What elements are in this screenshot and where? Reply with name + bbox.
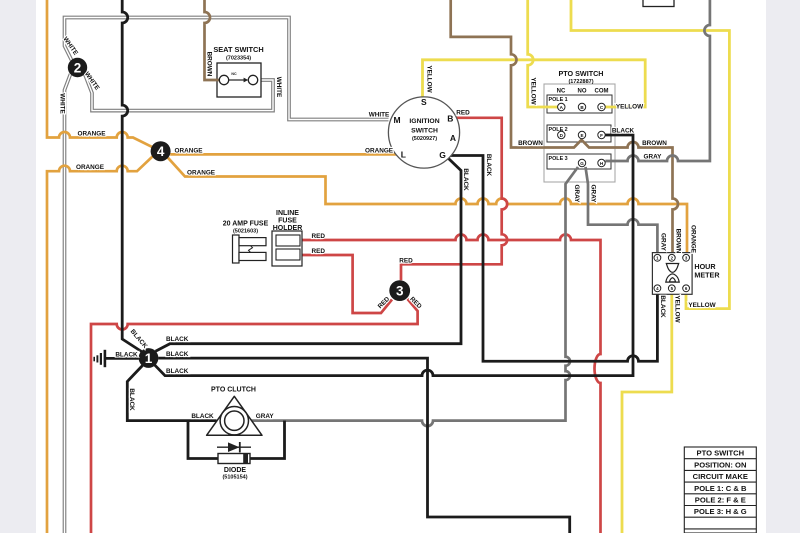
svg-text:CIRCUIT MAKE: CIRCUIT MAKE [693, 472, 748, 481]
svg-text:3: 3 [685, 256, 688, 261]
svg-text:3: 3 [396, 283, 404, 298]
svg-text:GRAY: GRAY [660, 233, 667, 252]
svg-text:ORANGE: ORANGE [690, 225, 697, 254]
svg-text:S: S [421, 97, 427, 107]
svg-text:BLACK: BLACK [659, 295, 666, 318]
svg-text:WHITE: WHITE [275, 77, 282, 98]
svg-text:INLINE: INLINE [276, 210, 299, 217]
svg-text:C: C [600, 105, 604, 110]
svg-text:F: F [600, 133, 603, 138]
svg-text:RED: RED [399, 258, 413, 265]
svg-text:YELLOW: YELLOW [688, 302, 716, 309]
svg-text:YELLOW: YELLOW [530, 77, 537, 105]
svg-text:M: M [393, 115, 400, 125]
svg-text:METER: METER [694, 270, 720, 279]
svg-text:POLE 1: POLE 1 [549, 97, 568, 103]
svg-text:A: A [450, 133, 456, 143]
svg-text:RED: RED [312, 233, 326, 240]
svg-text:ORANGE: ORANGE [175, 148, 204, 155]
svg-text:5: 5 [671, 286, 674, 291]
svg-text:YELLOW: YELLOW [426, 65, 433, 93]
svg-text:NC: NC [231, 72, 237, 76]
svg-text:ORANGE: ORANGE [365, 148, 394, 155]
svg-text:BLACK: BLACK [612, 128, 635, 135]
svg-text:BLACK: BLACK [191, 413, 214, 420]
svg-text:BROWN: BROWN [642, 140, 667, 147]
svg-text:BLACK: BLACK [166, 368, 189, 375]
svg-text:1: 1 [145, 351, 153, 366]
svg-text:4: 4 [656, 286, 659, 291]
svg-text:PTO SWITCH: PTO SWITCH [697, 449, 745, 458]
svg-text:4: 4 [157, 144, 165, 159]
svg-text:DIODE: DIODE [224, 467, 247, 474]
svg-text:RED: RED [456, 110, 470, 117]
svg-text:PTO SWITCH: PTO SWITCH [559, 69, 604, 78]
svg-text:COM: COM [595, 89, 609, 95]
svg-text:(5105154): (5105154) [222, 475, 247, 481]
svg-text:BLACK: BLACK [115, 352, 138, 359]
svg-text:POLE 1: C & B: POLE 1: C & B [694, 484, 747, 493]
svg-text:(7023354): (7023354) [226, 56, 251, 62]
svg-text:G: G [580, 161, 584, 166]
svg-text:POLE 3: POLE 3 [549, 156, 568, 162]
svg-text:GRAY: GRAY [644, 154, 663, 161]
svg-text:BLACK: BLACK [128, 388, 135, 411]
svg-text:(5020927): (5020927) [412, 136, 437, 142]
svg-text:(1722887): (1722887) [568, 79, 593, 85]
svg-text:L: L [401, 149, 406, 159]
svg-text:POLE 3: H & G: POLE 3: H & G [694, 507, 747, 516]
svg-text:G: G [439, 150, 446, 160]
svg-text:BLACK: BLACK [485, 154, 492, 177]
svg-text:SEAT SWITCH: SEAT SWITCH [213, 45, 263, 54]
svg-text:RED: RED [312, 248, 326, 255]
svg-text:HOUR: HOUR [694, 262, 716, 271]
svg-text:YELLOW: YELLOW [674, 295, 681, 323]
svg-text:POLE 2: POLE 2 [549, 127, 568, 133]
svg-text:BLACK: BLACK [166, 336, 189, 343]
svg-text:2: 2 [74, 60, 82, 75]
svg-text:BLACK: BLACK [166, 351, 189, 358]
svg-text:D: D [560, 133, 564, 138]
svg-text:POSITION: ON: POSITION: ON [694, 460, 746, 469]
svg-text:YELLOW: YELLOW [616, 104, 644, 111]
svg-text:BROWN: BROWN [518, 140, 543, 147]
svg-text:IGNITION: IGNITION [409, 118, 439, 125]
svg-text:BROWN: BROWN [675, 229, 682, 254]
svg-text:ORANGE: ORANGE [77, 131, 106, 138]
svg-text:B: B [580, 105, 584, 110]
svg-text:2: 2 [671, 256, 674, 261]
svg-text:1: 1 [656, 256, 659, 261]
svg-text:E: E [580, 133, 583, 138]
svg-text:SWITCH: SWITCH [411, 127, 438, 134]
svg-text:WHITE: WHITE [59, 93, 66, 114]
svg-text:6: 6 [685, 286, 688, 291]
svg-text:GRAY: GRAY [256, 413, 275, 420]
svg-text:(5021603): (5021603) [233, 229, 258, 235]
svg-text:NO: NO [578, 89, 587, 95]
svg-text:20 AMP FUSE: 20 AMP FUSE [223, 221, 269, 228]
svg-text:ORANGE: ORANGE [187, 169, 216, 176]
svg-text:H: H [600, 161, 604, 166]
svg-text:GRAY: GRAY [573, 185, 580, 204]
svg-text:BROWN: BROWN [206, 52, 213, 77]
svg-text:PTO CLUTCH: PTO CLUTCH [211, 387, 256, 394]
svg-text:NC: NC [557, 89, 566, 95]
svg-text:BLACK: BLACK [462, 168, 469, 191]
svg-text:GRAY: GRAY [590, 185, 597, 204]
svg-text:FUSE: FUSE [278, 218, 297, 225]
svg-text:A: A [560, 105, 564, 110]
svg-text:ORANGE: ORANGE [76, 164, 105, 171]
svg-text:B: B [447, 113, 453, 123]
svg-text:POLE 2: F & E: POLE 2: F & E [695, 496, 746, 505]
svg-text:WHITE: WHITE [369, 112, 390, 119]
svg-text:HOLDER: HOLDER [273, 225, 303, 232]
